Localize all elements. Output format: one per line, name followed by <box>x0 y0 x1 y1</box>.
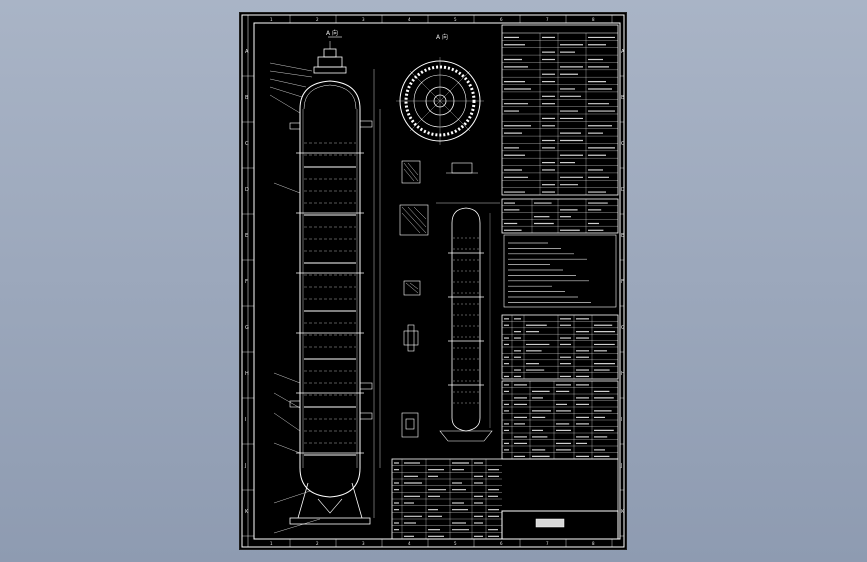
note-lines <box>508 242 591 303</box>
zone-letter-right: I <box>621 417 622 423</box>
column-markers-bottom: 1 2 3 4 5 6 7 8 <box>270 539 613 547</box>
parts-list-right-rows <box>502 315 618 379</box>
column-number-bottom: 2 <box>316 541 319 546</box>
zone-letter-left: A <box>245 49 249 55</box>
column-number-top: 6 <box>500 17 503 22</box>
column-number-bottom: 7 <box>546 541 549 546</box>
zone-letter-right: A <box>621 49 625 55</box>
zone-letter-left: F <box>245 279 248 285</box>
zone-letter-right: B <box>621 95 625 101</box>
column-number-top: 1 <box>270 17 273 22</box>
zone-letter-right: G <box>621 325 625 331</box>
zone-letter-left: J <box>244 463 246 469</box>
zone-markers-left: A B C D E F G H I J K <box>242 49 254 537</box>
zone-letter-right: C <box>621 141 625 147</box>
column-number-top: 4 <box>408 17 411 22</box>
zone-letter-left: D <box>245 187 249 193</box>
zone-letter-left: K <box>245 509 249 515</box>
view-label-b: A 向 <box>436 33 448 41</box>
zone-letter-left: G <box>245 325 249 331</box>
zone-markers-right: A B C D E F G H I J K <box>620 49 625 537</box>
detail-views <box>399 160 478 438</box>
column-number-bottom: 4 <box>408 541 411 546</box>
column-number-top: 3 <box>362 17 365 22</box>
zone-letter-right: K <box>621 509 625 515</box>
zone-letter-left: C <box>245 141 249 147</box>
view-label-a: A 向 <box>326 29 338 37</box>
column-number-bottom: 6 <box>500 541 503 546</box>
design-data-rows <box>502 33 618 195</box>
column-number-top: 7 <box>546 17 549 22</box>
column-number-bottom: 1 <box>270 541 273 546</box>
zone-letter-left: E <box>245 233 248 239</box>
top-plan-view: A 向 <box>396 33 484 145</box>
column-number-top: 2 <box>316 17 319 22</box>
design-data-table <box>501 24 619 196</box>
tray-lines <box>296 142 364 456</box>
zone-letter-left: H <box>245 371 249 377</box>
column-number-bottom: 8 <box>592 541 595 546</box>
side-tray-lines <box>448 237 484 404</box>
drawing-sheet: A B C D E F G H I J K A B C D E F G H I J K 1 2 3 4 5 6 7 8 1 2 3 4 5 6 7… <box>240 13 626 549</box>
zone-letter-left: B <box>245 95 249 101</box>
column-number-bottom: 5 <box>454 541 457 546</box>
column-number-bottom: 3 <box>362 541 365 546</box>
technical-notes <box>503 234 617 308</box>
column-number-top: 8 <box>592 17 595 22</box>
outer-frame <box>241 14 625 548</box>
column-markers-top: 1 2 3 4 5 6 7 8 <box>270 15 613 23</box>
vessel-elevation: A 向 <box>269 29 381 534</box>
nozzle-rows <box>502 199 618 233</box>
engineering-drawing: A B C D E F G H I J K A B C D E F G H I J K 1 2 3 4 5 6 7 8 1 2 3 4 5 6 7… <box>241 14 625 548</box>
parts-list-lower-rows <box>502 381 618 459</box>
zone-letter-right: D <box>621 187 625 193</box>
bom-rows <box>392 459 502 539</box>
zone-letter-right: F <box>621 279 624 285</box>
zone-letter-right: E <box>621 233 624 239</box>
nozzle-table <box>501 198 619 234</box>
zone-letter-right: H <box>621 371 625 377</box>
column-number-top: 5 <box>454 17 457 22</box>
zone-letter-right: J <box>620 463 622 469</box>
zone-letter-left: I <box>245 417 246 423</box>
title-block <box>501 510 619 540</box>
side-elevation <box>436 202 500 442</box>
